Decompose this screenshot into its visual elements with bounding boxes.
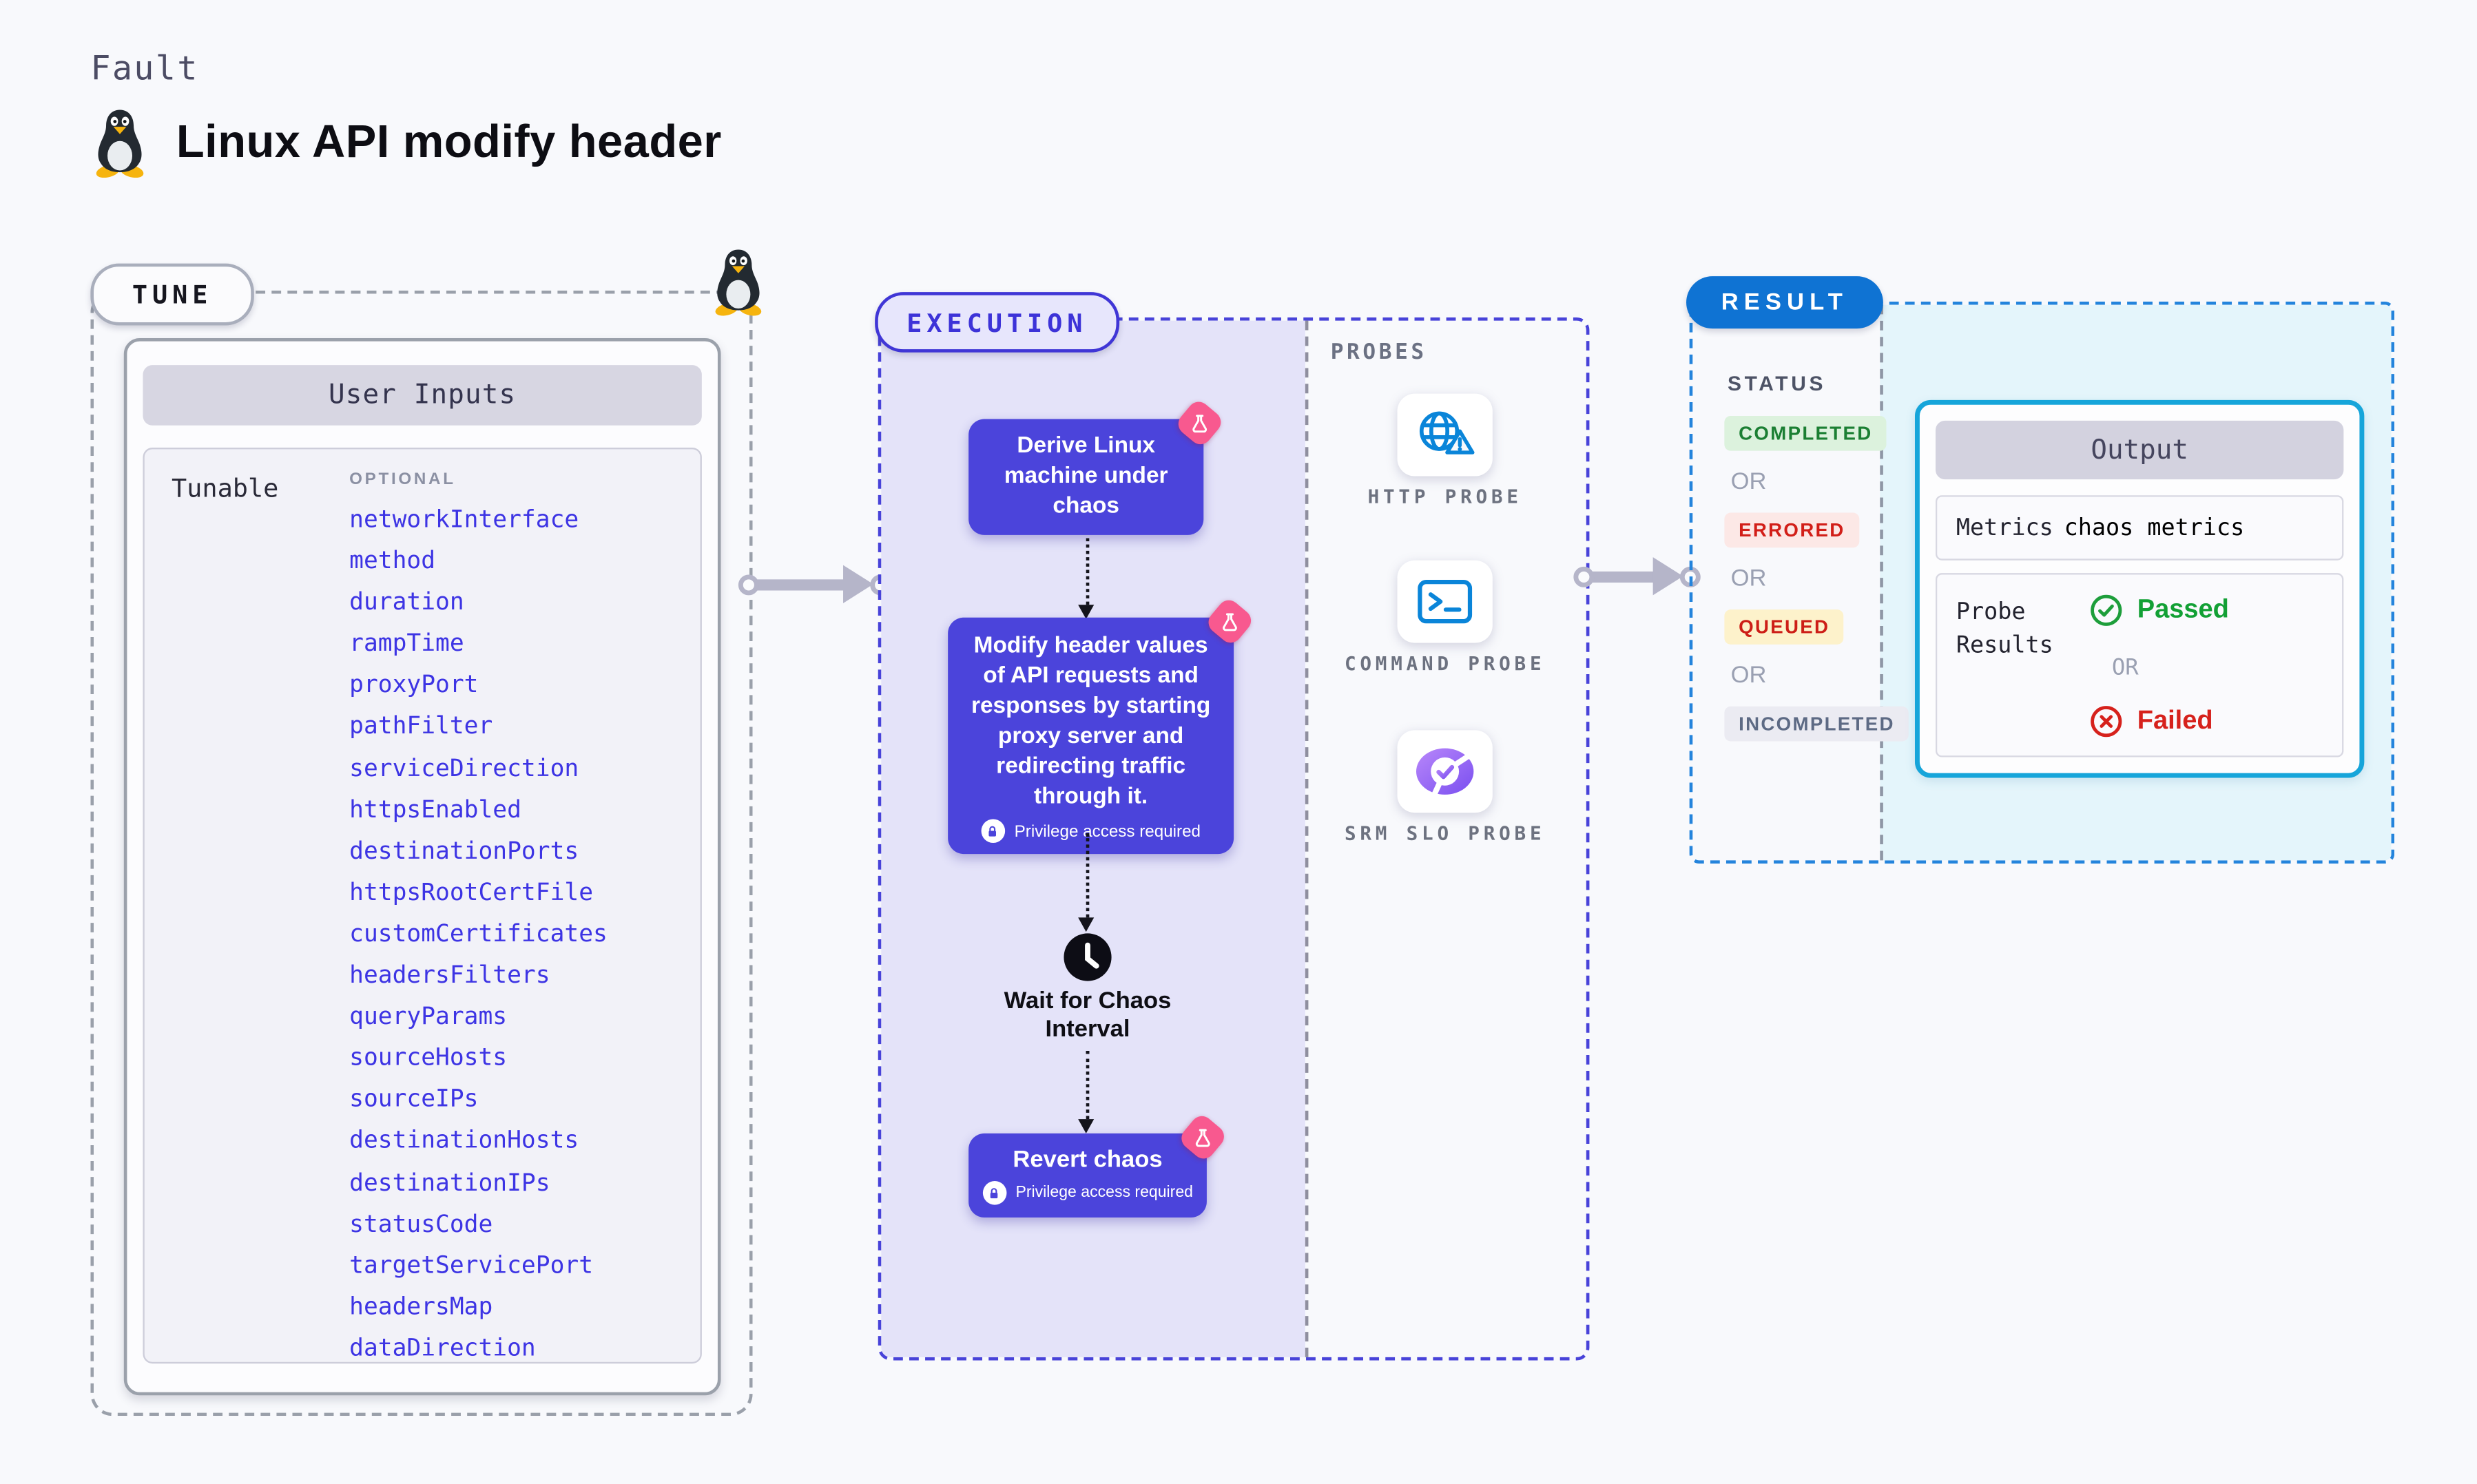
tune-to-execution-connector (757, 578, 851, 590)
status-badge-completed: COMPLETED (1724, 415, 1887, 451)
flow-arrowhead (1078, 917, 1095, 932)
tunable-link[interactable]: headersMap (349, 1291, 493, 1321)
lock-icon (981, 819, 1005, 844)
tunable-link[interactable]: proxyPort (349, 670, 479, 700)
status-list: COMPLETED OR ERRORED OR QUEUED OR INCOMPLETED (1724, 415, 1909, 742)
revert-step-box: Revert chaos Privilege access required (968, 1111, 1229, 1218)
status-badge-incompleted: INCOMPLETED (1724, 706, 1909, 742)
globe-alert-icon (1413, 406, 1477, 463)
or-label: OR (1730, 565, 1767, 592)
wait-step-text: Wait for Chaos Interval (1004, 987, 1172, 1043)
srm-slo-probe-card[interactable] (1397, 730, 1493, 813)
tunable-link[interactable]: destinationPorts (349, 836, 579, 865)
probes-to-result-connector (1593, 570, 1661, 582)
tune-badge: TUNE (90, 263, 254, 326)
privilege-note: Privilege access required (1014, 821, 1201, 841)
tunables-panel: Tunable OPTIONAL networkInterface method d… (143, 448, 702, 1364)
execution-badge: EXECUTION (875, 292, 1119, 353)
tunable-link[interactable]: targetServicePort (349, 1250, 594, 1279)
execution-container: Derive Linux machine under chaos Modify … (878, 317, 1590, 1361)
status-section-label: STATUS (1727, 371, 1827, 395)
tux-penguin-icon (90, 108, 149, 178)
modify-step-box: Modify header values of API requests and… (948, 596, 1256, 855)
tunable-link[interactable]: httpsEnabled (349, 795, 521, 824)
terminal-icon (1416, 576, 1473, 627)
slo-donut-icon (1411, 743, 1478, 800)
optional-column-label: OPTIONAL (349, 470, 456, 489)
modify-step-text: Modify header values of API requests and… (971, 633, 1211, 810)
command-probe-label: COMMAND PROBE (1344, 652, 1546, 675)
metrics-label: Metrics (1956, 515, 2053, 541)
flow-connector (1086, 833, 1090, 918)
tunable-link[interactable]: method (349, 546, 436, 575)
tunable-link[interactable]: sourceIPs (349, 1085, 479, 1114)
metrics-row: Metrics chaos metrics (1935, 495, 2344, 561)
derive-step-text: Derive Linux machine under chaos (1004, 433, 1168, 519)
privilege-note: Privilege access required (1015, 1184, 1193, 1202)
http-probe-card[interactable] (1397, 393, 1493, 477)
flow-connector (1086, 538, 1090, 605)
http-probe-label: HTTP PROBE (1367, 485, 1522, 508)
status-badge-queued: QUEUED (1724, 609, 1845, 645)
srm-slo-probe-label: SRM SLO PROBE (1344, 822, 1546, 845)
tunable-link[interactable]: dataDirection (349, 1333, 536, 1362)
tunable-link[interactable]: sourceHosts (349, 1043, 508, 1072)
output-card: Output Metrics chaos metrics Probe Resul… (1914, 399, 2365, 778)
connector-dot (1573, 565, 1594, 587)
flow-arrowhead (1078, 1119, 1095, 1133)
tunable-link[interactable]: pathFilter (349, 711, 493, 741)
or-label: OR (1730, 468, 1767, 496)
page-title: Linux API modify header (176, 116, 722, 168)
tunable-link[interactable]: destinationIPs (349, 1167, 550, 1196)
lock-icon (982, 1181, 1006, 1205)
derive-step-box: Derive Linux machine under chaos (968, 397, 1225, 535)
result-divider (1880, 304, 1883, 861)
tunable-link[interactable]: networkInterface (349, 505, 579, 534)
output-header: Output (1935, 420, 2344, 480)
title-row: Linux API modify header (90, 108, 721, 178)
tunable-link[interactable]: rampTime (349, 629, 464, 658)
tunable-link[interactable]: destinationHosts (349, 1126, 579, 1155)
passed-indicator: Passed (2090, 594, 2229, 627)
flow-arrowhead (1078, 605, 1095, 620)
status-badge-errored: ERRORED (1724, 512, 1860, 548)
failed-indicator: Failed (2090, 704, 2213, 738)
tunable-link[interactable]: statusCode (349, 1209, 493, 1238)
tunable-link[interactable]: httpsRootCertFile (349, 877, 594, 906)
tune-to-execution-arrowhead (843, 565, 873, 603)
tunables-list: networkInterface method duration rampTime pr… (349, 499, 608, 1368)
check-circle-icon (2090, 594, 2123, 627)
privilege-note-row: Privilege access required (961, 819, 1221, 844)
probe-results-row: Probe Results Passed OR Failed (1935, 573, 2344, 757)
user-inputs-header: User Inputs (143, 365, 702, 426)
fault-kicker: Fault (90, 49, 199, 87)
tunable-link[interactable]: queryParams (349, 1001, 508, 1031)
revert-step-text: Revert chaos (1013, 1146, 1163, 1173)
privilege-note-row: Privilege access required (978, 1181, 1197, 1205)
tunable-row-label: Tunable (171, 472, 279, 503)
x-circle-icon (2090, 704, 2123, 738)
or-label: OR (1730, 662, 1767, 689)
tunable-link[interactable]: headersFilters (349, 960, 550, 990)
chaos-metrics-link[interactable]: chaos metrics (2064, 515, 2245, 541)
flow-connector (1086, 1050, 1090, 1120)
clock-icon (1062, 932, 1113, 983)
tune-container (90, 290, 753, 1417)
tux-penguin-icon-small (709, 248, 767, 316)
user-inputs-card: User Inputs Tunable OPTIONAL networkInte… (123, 337, 721, 1396)
or-label: OR (2111, 656, 2139, 681)
probes-section-label: PROBES (1330, 339, 1427, 366)
failed-label: Failed (2137, 706, 2213, 735)
tunable-link[interactable]: serviceDirection (349, 753, 579, 782)
connector-dot (737, 574, 758, 595)
command-probe-card[interactable] (1397, 560, 1493, 643)
result-badge: RESULT (1686, 276, 1883, 329)
tunable-link[interactable]: duration (349, 587, 464, 616)
result-container: STATUS COMPLETED OR ERRORED OR QUEUED OR INCOM… (1689, 301, 2395, 864)
probe-results-label: Probe Results (1956, 600, 2053, 659)
passed-label: Passed (2137, 595, 2229, 624)
execution-probes-divider (1305, 320, 1309, 1357)
probes-to-result-arrowhead (1652, 557, 1683, 596)
tunable-link[interactable]: customCertificates (349, 919, 608, 948)
